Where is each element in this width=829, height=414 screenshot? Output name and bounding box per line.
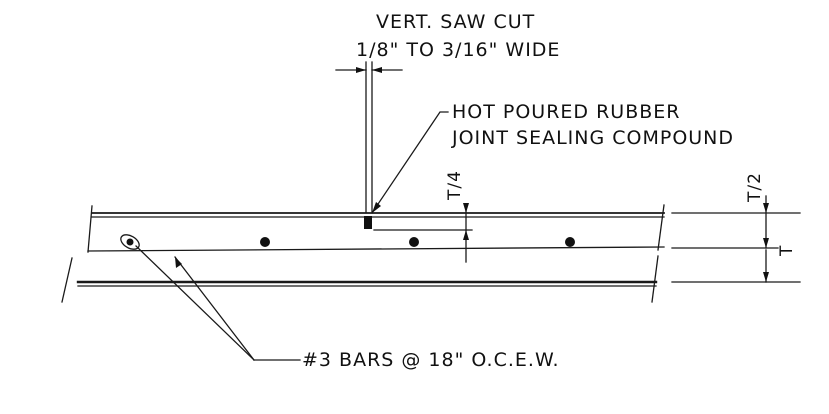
rebar-1 — [126, 238, 134, 246]
t-arrowhead-bottom — [763, 272, 769, 282]
rebar-4 — [565, 237, 575, 247]
break-line-right-upper — [657, 204, 665, 251]
sealant-compound-fill — [364, 216, 372, 229]
t4-arrowhead-top — [463, 203, 469, 213]
concrete-slab — [61, 204, 665, 303]
saw-cut-arrowhead-left — [356, 67, 366, 73]
t2-arrowhead-bottom — [763, 238, 769, 248]
saw-cut-joint — [335, 61, 403, 229]
sealant-label-line1: HOT POURED RUBBER — [452, 101, 680, 123]
sealant-leader-arrowhead — [372, 202, 381, 213]
quarter-depth-dimension — [373, 203, 473, 263]
rebar-leader-arrowhead — [175, 257, 182, 268]
half-depth-label: T/2 — [745, 172, 765, 203]
saw-cut-arrowhead-right — [372, 67, 382, 73]
quarter-depth-label: T/4 — [445, 170, 465, 201]
sealant-leader — [371, 111, 449, 214]
thickness-dimensions — [671, 195, 801, 283]
break-line-left-lower — [61, 257, 73, 303]
break-line-left-upper — [87, 205, 93, 253]
t4-arrowhead-bottom — [463, 230, 469, 240]
rebar-leader — [135, 245, 301, 361]
sealant-label-line2: JOINT SEALING COMPOUND — [451, 127, 734, 149]
slab-bottom-edge — [87, 246, 665, 252]
rebar-note-label: #3 BARS @ 18" O.C.E.W. — [302, 349, 560, 371]
rebar-2 — [260, 237, 270, 247]
t2-arrowhead-top — [763, 203, 769, 213]
saw-cut-label-line1: VERT. SAW CUT — [376, 11, 535, 33]
reinforcing-bars — [120, 234, 575, 250]
rebar-circled — [120, 234, 140, 250]
break-line-right-lower — [651, 255, 659, 303]
rebar-leader-line-1 — [135, 245, 255, 361]
sealant-leader-line — [371, 111, 449, 214]
saw-cut-label-line2: 1/8" TO 3/16" WIDE — [356, 39, 560, 61]
rebar-leader-line-2 — [174, 256, 255, 361]
rebar-3 — [409, 237, 419, 247]
thickness-label: T — [777, 245, 797, 257]
